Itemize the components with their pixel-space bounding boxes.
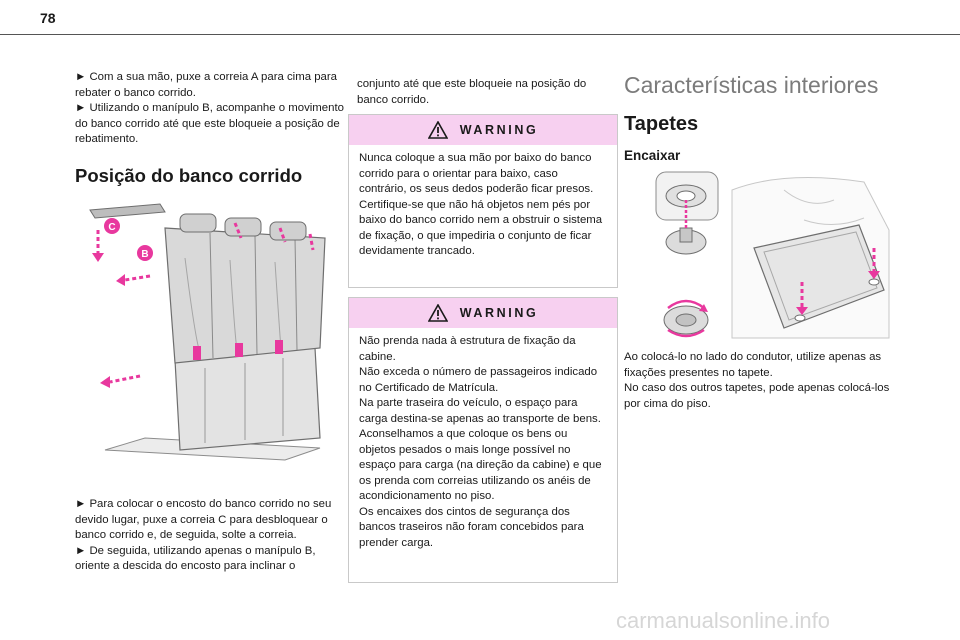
label-c: C bbox=[108, 222, 115, 233]
page-number: 78 bbox=[40, 10, 56, 26]
warning2-paragraph-3: Na parte traseira do veículo, o espaço p… bbox=[359, 397, 601, 425]
subheading-encaixar: Encaixar bbox=[624, 148, 681, 163]
bench-seat-illustration: C B bbox=[89, 203, 326, 461]
intro-line-2: ► Utilizando o manípulo B, acompanhe o m… bbox=[75, 102, 344, 145]
warning-triangle-icon bbox=[427, 304, 448, 322]
section-heading: Posição do banco corrido bbox=[75, 165, 303, 186]
warning2-paragraph-2: Não exceda o número de passageiros indic… bbox=[359, 366, 598, 394]
intro-text: ► Com a sua mão, puxe a correia A para c… bbox=[75, 70, 345, 148]
watermark: carmanualsonline.info bbox=[616, 608, 831, 633]
warning-header-1: WARNING bbox=[349, 115, 617, 145]
warning2-paragraph-4: Aconselhamos a que coloque os bens ou ob… bbox=[359, 428, 602, 502]
floor-mat-illustration bbox=[655, 171, 890, 339]
chapter-title: Características interiores bbox=[624, 72, 879, 98]
warning-header-2: WARNING bbox=[349, 298, 617, 328]
warning-box-1: WARNING Nunca coloque a sua mão por baix… bbox=[348, 114, 618, 288]
outro-line-1: ► Para colocar o encosto do banco corrid… bbox=[75, 498, 332, 541]
continuation-text: conjunto até que este bloqueie na posiçã… bbox=[357, 78, 587, 106]
outro-text: ► Para colocar o encosto do banco corrid… bbox=[75, 497, 345, 575]
warning-title-2: WARNING bbox=[459, 306, 539, 320]
warning2-paragraph-1: Não prenda nada à estrutura de fixação d… bbox=[359, 335, 576, 363]
mat-line-2: No caso dos outros tapetes, pode apenas … bbox=[624, 382, 890, 410]
label-b: B bbox=[141, 249, 148, 260]
warning-body-1: Nunca coloque a sua mão por baixo do ban… bbox=[349, 145, 617, 260]
warning-body-2: Não prenda nada à estrutura de fixação d… bbox=[349, 328, 617, 551]
warning-title-1: WARNING bbox=[459, 123, 539, 137]
warning1-paragraph-2: Certifique-se que não há objetos nem pés… bbox=[359, 198, 603, 258]
warning1-paragraph-1: Nunca coloque a sua mão por baixo do ban… bbox=[359, 152, 594, 195]
mat-line-1: Ao colocá-lo no lado do condutor, utiliz… bbox=[624, 351, 882, 379]
section-heading-tapetes: Tapetes bbox=[624, 113, 699, 135]
warning2-paragraph-5: Os encaixes dos cintos de segurança dos … bbox=[359, 505, 584, 549]
top-rule bbox=[0, 34, 960, 35]
outro-line-2: ► De seguida, utilizando apenas o manípu… bbox=[75, 544, 316, 573]
intro-line-1: ► Com a sua mão, puxe a correia A para c… bbox=[75, 71, 337, 99]
warning-triangle-icon bbox=[427, 121, 448, 139]
warning-box-2: WARNING Não prenda nada à estrutura de f… bbox=[348, 297, 618, 583]
mat-text: Ao colocá-lo no lado do condutor, utiliz… bbox=[624, 350, 904, 412]
